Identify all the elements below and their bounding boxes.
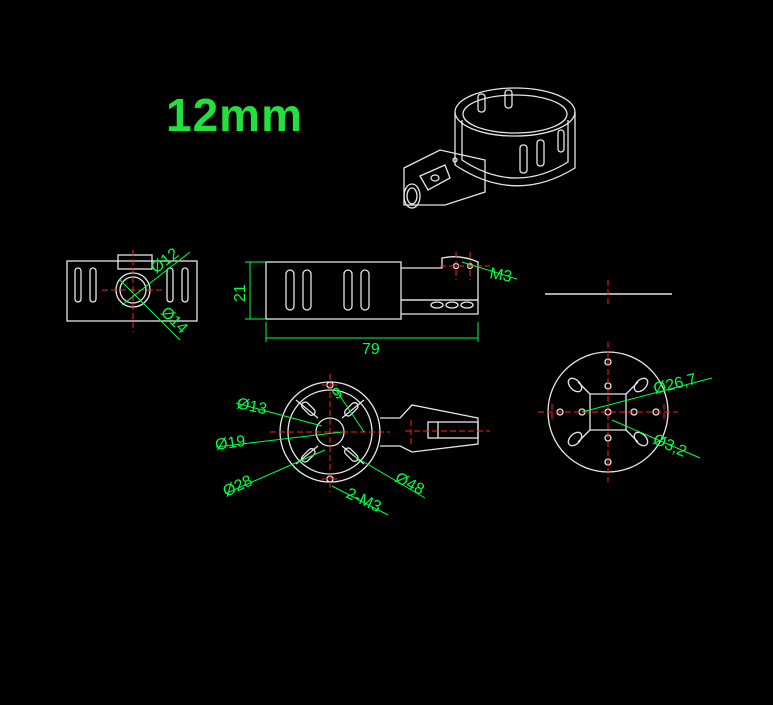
size-title: 12mm — [166, 89, 303, 141]
side-view: Ø12 Ø14 — [66, 245, 198, 341]
dim-d48: Ø48 — [392, 470, 427, 499]
plate-edge-view — [545, 280, 672, 306]
dim-d28: Ø28 — [221, 472, 256, 500]
dim-height: 21 — [232, 284, 249, 302]
dim-length: 79 — [362, 341, 380, 358]
isometric-view — [403, 87, 576, 209]
dim-d14: Ø14 — [157, 304, 190, 337]
dim-d12: Ø12 — [148, 245, 182, 277]
dim-d267: Ø26,7 — [652, 371, 699, 398]
plate-view: Ø26,7 Ø3,2 — [538, 342, 713, 482]
dim-d13: Ø13 — [235, 395, 268, 418]
dim-m3-front: M3 — [488, 265, 513, 286]
top-view: Ø13 9 Ø19 Ø28 Ø48 2-M3 — [214, 374, 490, 516]
dim-2m3: 2-M3 — [343, 485, 383, 516]
dim-d19: Ø19 — [214, 433, 246, 454]
dim-d32: Ø3,2 — [650, 431, 689, 461]
front-view: 21 79 M3 — [232, 252, 518, 358]
